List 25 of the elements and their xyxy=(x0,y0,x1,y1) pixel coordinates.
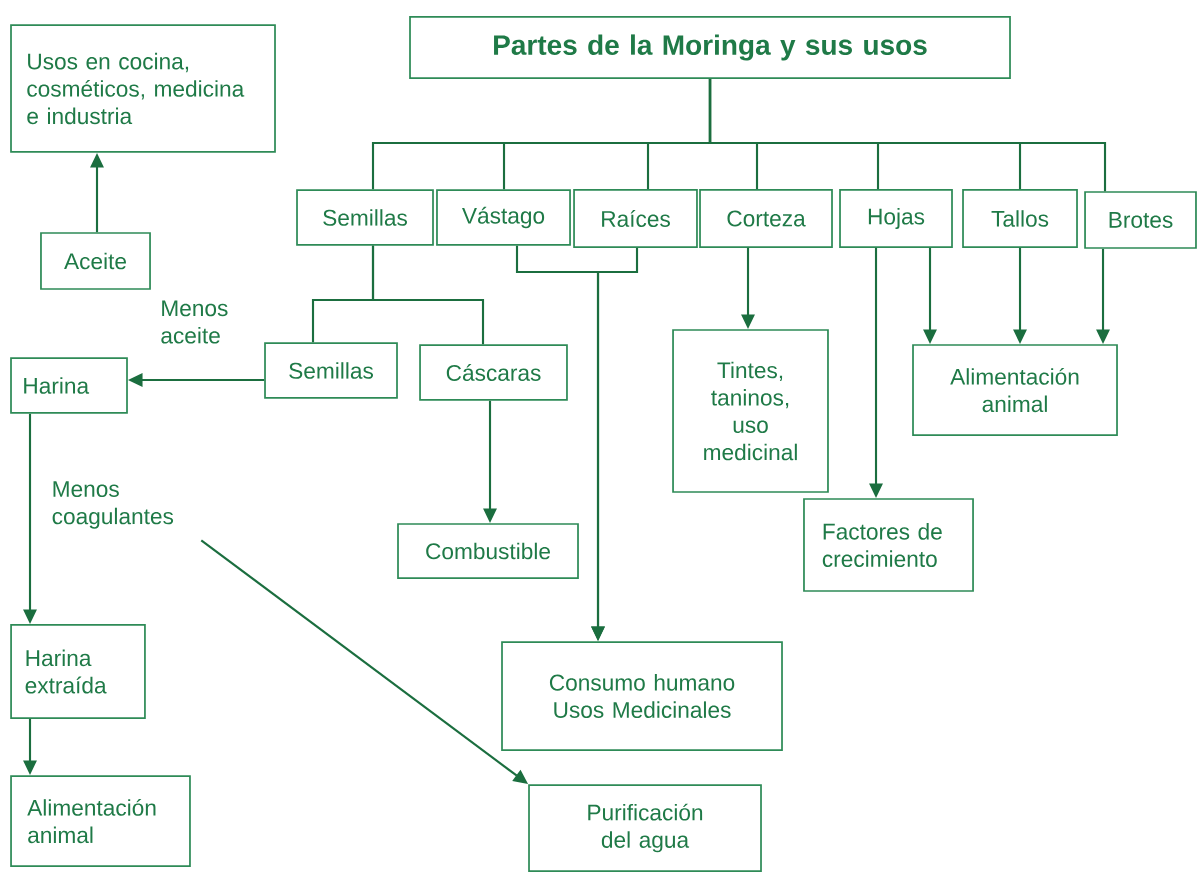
use-box: Usos en cocina, cosméticos, medicina e industria xyxy=(10,24,276,153)
use-box: Tintes, taninos, uso medicinal xyxy=(672,329,829,493)
use-box: Purificación del agua xyxy=(528,784,762,872)
part-box: Aceite xyxy=(40,232,151,290)
part-box: Hojas xyxy=(839,189,953,248)
connector-line xyxy=(708,78,1107,192)
annotation-text: Menos coagulantes xyxy=(52,481,174,529)
part-box: Corteza xyxy=(699,189,833,248)
part-box: Brotes xyxy=(1084,191,1197,249)
part-box: Semillas xyxy=(296,189,434,246)
edge-label: Menos aceite xyxy=(159,299,235,345)
use-box: Consumo humano Usos Medicinales xyxy=(501,641,783,751)
use-box: Factores de crecimiento xyxy=(803,498,974,592)
use-box: Combustible xyxy=(397,523,579,579)
connector-line xyxy=(371,245,485,345)
part-box: Cáscaras xyxy=(419,344,568,401)
part-box: Raíces xyxy=(573,189,698,248)
product-box: Harina xyxy=(10,357,128,414)
part-box: Tallos xyxy=(962,189,1078,248)
use-box: Alimentación animal xyxy=(912,344,1118,436)
part-box: Vástago xyxy=(436,189,571,246)
part-box: Semillas xyxy=(264,342,398,399)
use-box: Alimentación animal xyxy=(10,775,191,867)
title-box: Partes de la Moringa y sus usos xyxy=(409,16,1011,79)
product-box: Harina extraída xyxy=(10,624,146,719)
